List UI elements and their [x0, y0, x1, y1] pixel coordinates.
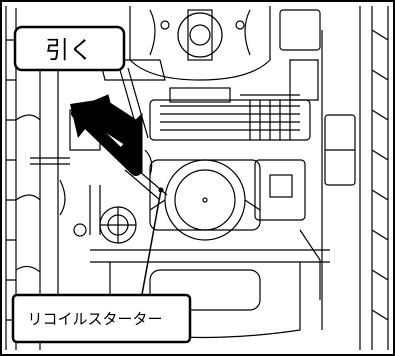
pull-callout-box: [13, 25, 126, 72]
recoil-starter-label: リコイルスターター: [27, 310, 162, 328]
recoil-leader-line: [140, 189, 162, 301]
pull-label: 引く: [45, 36, 93, 64]
pull-arrow-head: [70, 98, 110, 138]
machine-outline: [5, 6, 389, 350]
recoil-leader-dot: [158, 187, 164, 193]
recoil-callout-box: [11, 293, 192, 344]
